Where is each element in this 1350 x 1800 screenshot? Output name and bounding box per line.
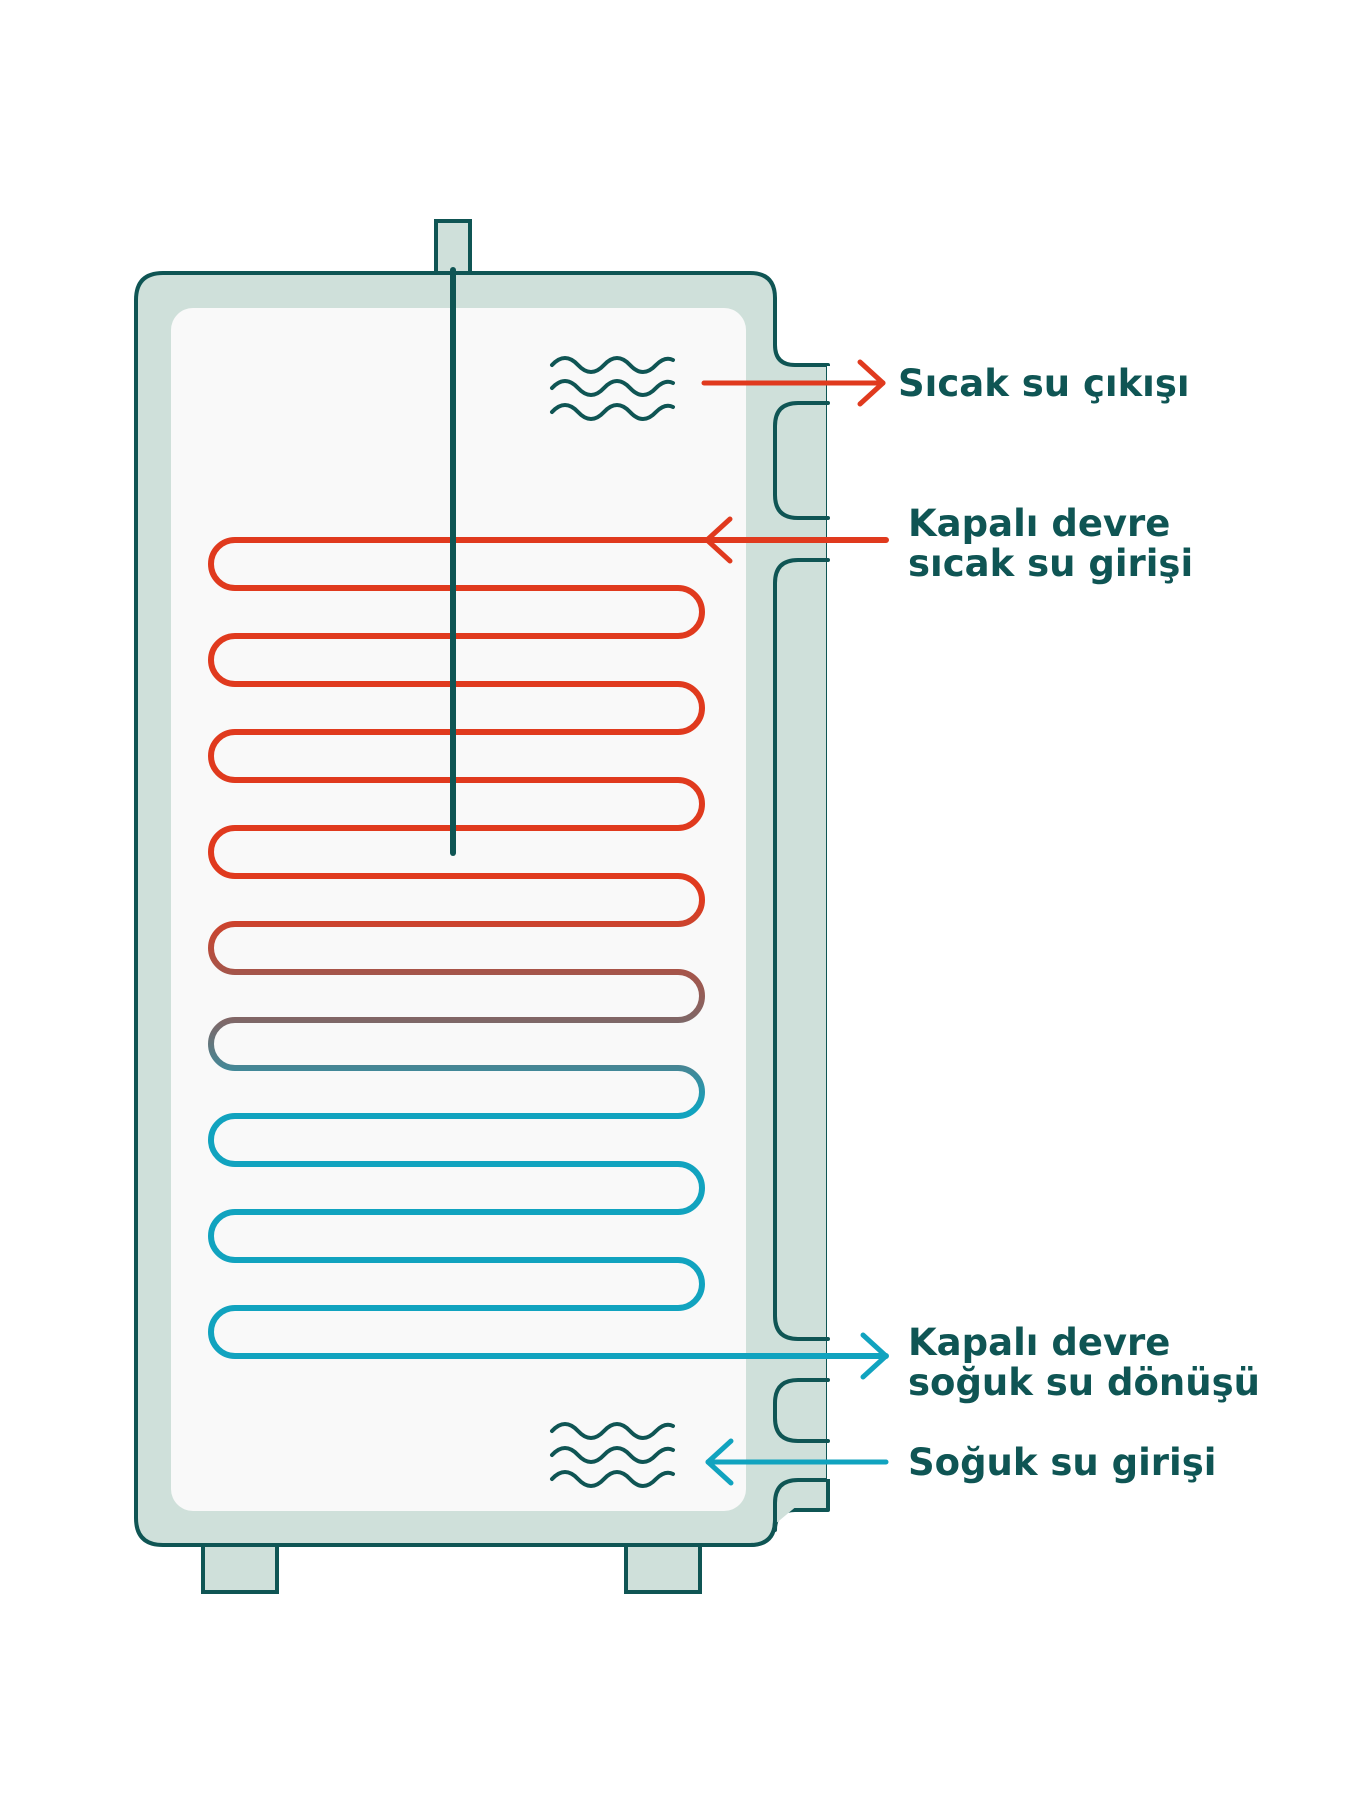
water-waves-icon xyxy=(550,1422,675,1488)
arrow-left-icon xyxy=(705,1438,889,1486)
hot-outlet-pipe xyxy=(773,401,830,520)
arrow-left-icon xyxy=(704,516,889,564)
coil-connection-pipe xyxy=(773,558,830,1341)
pipe-connections xyxy=(773,401,830,1443)
closed-loop-hot-inlet-label: Kapalı devre sıcak su girişi xyxy=(908,502,1194,585)
hot-water-outlet-label: Sıcak su çıkışı xyxy=(898,362,1190,405)
closed-loop-cold-return-label: Kapalı devre soğuk su dönüşü xyxy=(908,1321,1260,1404)
sensor-port xyxy=(434,219,472,275)
tank-foot-right xyxy=(624,1538,702,1594)
cold-water-inlet-label: Soğuk su girişi xyxy=(908,1441,1217,1484)
tank-foot-left xyxy=(201,1538,279,1594)
arrow-right-icon xyxy=(860,1332,889,1380)
arrow-right-icon xyxy=(701,359,886,407)
water-waves-icon xyxy=(550,356,675,421)
cold-inlet-pipe xyxy=(773,1378,830,1443)
tank-interior xyxy=(171,308,746,1511)
heat-exchanger-coil xyxy=(208,537,889,1359)
